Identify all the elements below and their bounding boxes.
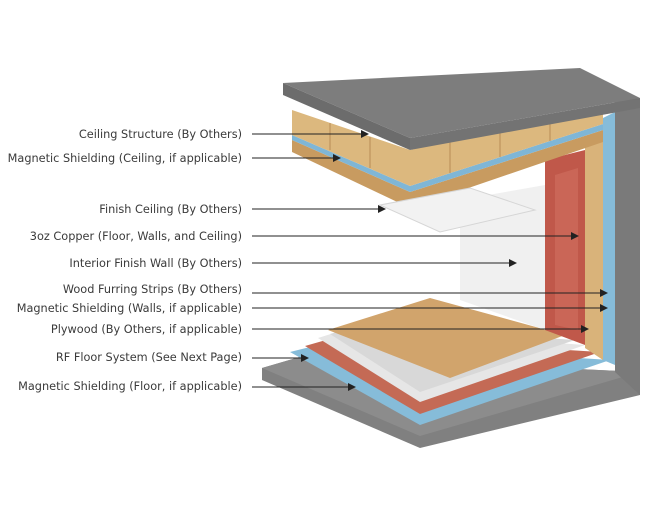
- label-interior-finish-wall: Interior Finish Wall (By Others): [69, 257, 242, 270]
- wall-concrete: [615, 98, 640, 395]
- label-magnetic-shielding-walls: Magnetic Shielding (Walls, if applicable…: [16, 302, 242, 315]
- wall-plywood: [585, 132, 603, 360]
- label-finish-ceiling: Finish Ceiling (By Others): [99, 203, 242, 216]
- finish-ceiling: [378, 187, 537, 233]
- ceiling-plywood: [292, 130, 603, 208]
- ceiling-magnetic-shielding: [292, 124, 603, 192]
- label-rf-floor-system: RF Floor System (See Next Page): [55, 351, 242, 364]
- label-magnetic-shielding-ceiling: Magnetic Shielding (Ceiling, if applicab…: [7, 152, 242, 165]
- label-copper: 3oz Copper (Floor, Walls, and Ceiling): [29, 230, 242, 243]
- finish-floor: [328, 298, 565, 378]
- ceiling-concrete-slab: [283, 68, 640, 138]
- label-ceiling-structure: Ceiling Structure (By Others): [78, 128, 242, 141]
- leader-arrows: [252, 130, 608, 391]
- label-plywood: Plywood (By Others, if applicable): [50, 323, 242, 336]
- wall-magnetic-shielding: [603, 112, 615, 365]
- label-wood-furring-strips: Wood Furring Strips (By Others): [62, 283, 242, 296]
- label-magnetic-shielding-floor: Magnetic Shielding (Floor, if applicable…: [18, 380, 242, 393]
